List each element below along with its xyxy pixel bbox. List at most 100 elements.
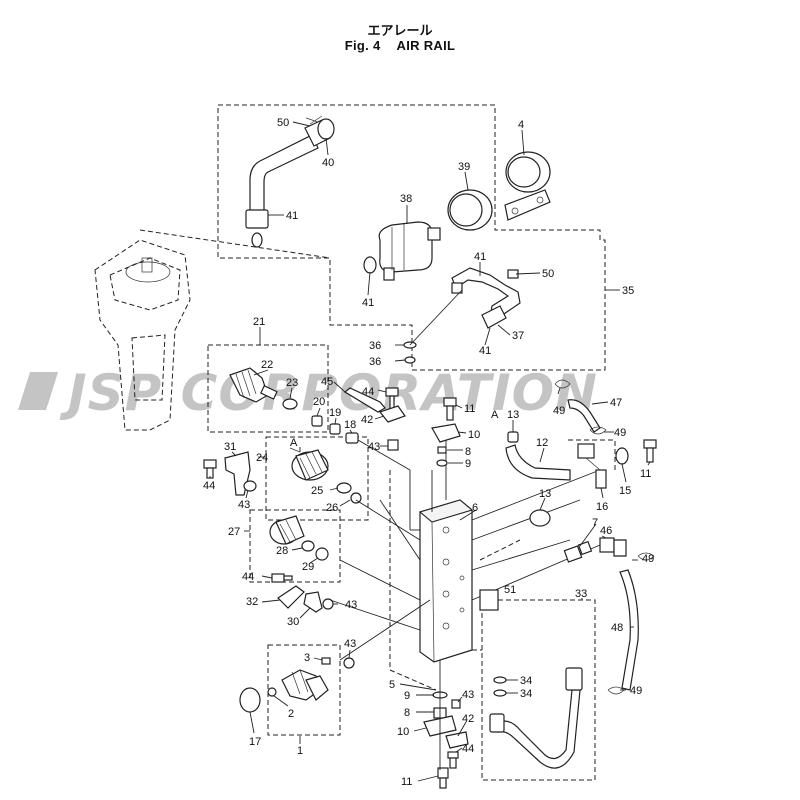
label-11: 11 (401, 776, 412, 788)
label-49: 49 (614, 427, 626, 439)
label-9: 9 (404, 690, 410, 702)
group-box-33 (481, 599, 596, 781)
washer-9a (436, 459, 448, 467)
label-43: 43 (344, 638, 356, 650)
label-41: 41 (362, 297, 374, 309)
flange-10a (431, 423, 461, 443)
part-19 (329, 423, 341, 435)
label-44: 44 (462, 743, 474, 755)
label-26: 26 (326, 502, 338, 514)
leader-lines-left (209, 447, 421, 541)
label-A: A (290, 437, 298, 449)
label-15: 15 (619, 485, 631, 497)
leader-lines-21 (253, 327, 411, 471)
label-41: 41 (474, 251, 486, 263)
figure-number: Fig. 4 (344, 38, 381, 53)
part-3 (321, 657, 331, 665)
injector-22 (229, 367, 278, 403)
label-41: 41 (286, 210, 298, 222)
o-ring-23 (282, 398, 298, 410)
bracket-32 (277, 585, 305, 609)
label-38: 38 (400, 193, 412, 205)
label-47: 47 (610, 397, 622, 409)
label-48: 48 (611, 622, 623, 634)
fitting-13a (507, 431, 519, 443)
label-37: 37 (512, 330, 524, 342)
filter-bracket-39 (447, 189, 493, 231)
knob-17 (239, 687, 261, 713)
label-32: 32 (246, 596, 258, 608)
leader-lines-center-top (333, 381, 388, 447)
bolt-11b (643, 439, 657, 463)
group-box-fuel-hose (217, 104, 606, 371)
nut-43a (387, 439, 399, 451)
label-43: 43 (345, 599, 357, 611)
fuel-hose-elbow-40 (245, 115, 335, 248)
nut-43c (322, 598, 334, 610)
label-44: 44 (242, 571, 254, 583)
label-4: 4 (518, 119, 524, 131)
label-19: 19 (329, 407, 341, 419)
label-18: 18 (344, 419, 356, 431)
label-29: 29 (302, 561, 314, 573)
label-24: 24 (256, 452, 268, 464)
diagram-title-japanese: エアレール (367, 24, 433, 39)
label-10: 10 (397, 726, 409, 738)
label-34: 34 (520, 675, 532, 687)
bracket-51 (479, 589, 499, 611)
valve-1 (281, 669, 329, 701)
elbow-46 (599, 537, 627, 557)
label-6: 6 (472, 502, 478, 514)
label-36: 36 (369, 340, 381, 352)
group-box-21 (207, 344, 329, 433)
label-7: 7 (592, 517, 598, 529)
fitting-7 (563, 540, 593, 563)
label-50: 50 (277, 117, 289, 129)
clip-49b (589, 426, 607, 435)
label-8: 8 (465, 446, 471, 458)
clip-49c (637, 552, 655, 561)
label-30: 30 (287, 616, 299, 628)
bolt-44c (271, 573, 293, 583)
o-ring-25 (336, 482, 352, 494)
label-33: 33 (575, 588, 587, 600)
label-49: 49 (553, 405, 565, 417)
label-A: A (491, 409, 499, 421)
nut-43d (343, 657, 355, 669)
valve-27 (269, 515, 305, 545)
label-46: 46 (600, 525, 612, 537)
leader-lines-center-right (447, 404, 477, 521)
valve-24 (289, 447, 329, 481)
label-27: 27 (228, 526, 240, 538)
part-18 (345, 432, 359, 444)
clip-49a (554, 379, 571, 389)
bolt-44b (203, 459, 217, 479)
ground-wire-45 (343, 387, 386, 413)
fitting-16 (577, 443, 607, 489)
group-box-1 (267, 644, 341, 736)
nut-43b (243, 480, 257, 492)
o-ring-29 (315, 547, 329, 561)
label-45: 45 (321, 376, 333, 388)
bracket-42a (378, 405, 406, 423)
leader-lines-32 (261, 575, 338, 619)
leader-lines-right-lower (539, 497, 638, 691)
clip-41 (363, 256, 377, 274)
label-22: 22 (261, 359, 273, 371)
label-16: 16 (596, 501, 608, 513)
label-10: 10 (468, 429, 480, 441)
leader-lines-top (268, 121, 620, 362)
label-13: 13 (539, 488, 551, 500)
label-25: 25 (311, 485, 323, 497)
label-40: 40 (322, 157, 334, 169)
hose-47 (567, 399, 601, 433)
group-box-right-connector (568, 439, 616, 470)
label-17: 17 (249, 736, 261, 748)
label-44: 44 (362, 386, 374, 398)
air-rail-body-6 (418, 499, 474, 663)
label-9: 9 (465, 458, 471, 470)
leader-lines-1 (249, 649, 351, 744)
fuel-filter-38 (378, 221, 441, 281)
label-31: 31 (224, 441, 236, 453)
